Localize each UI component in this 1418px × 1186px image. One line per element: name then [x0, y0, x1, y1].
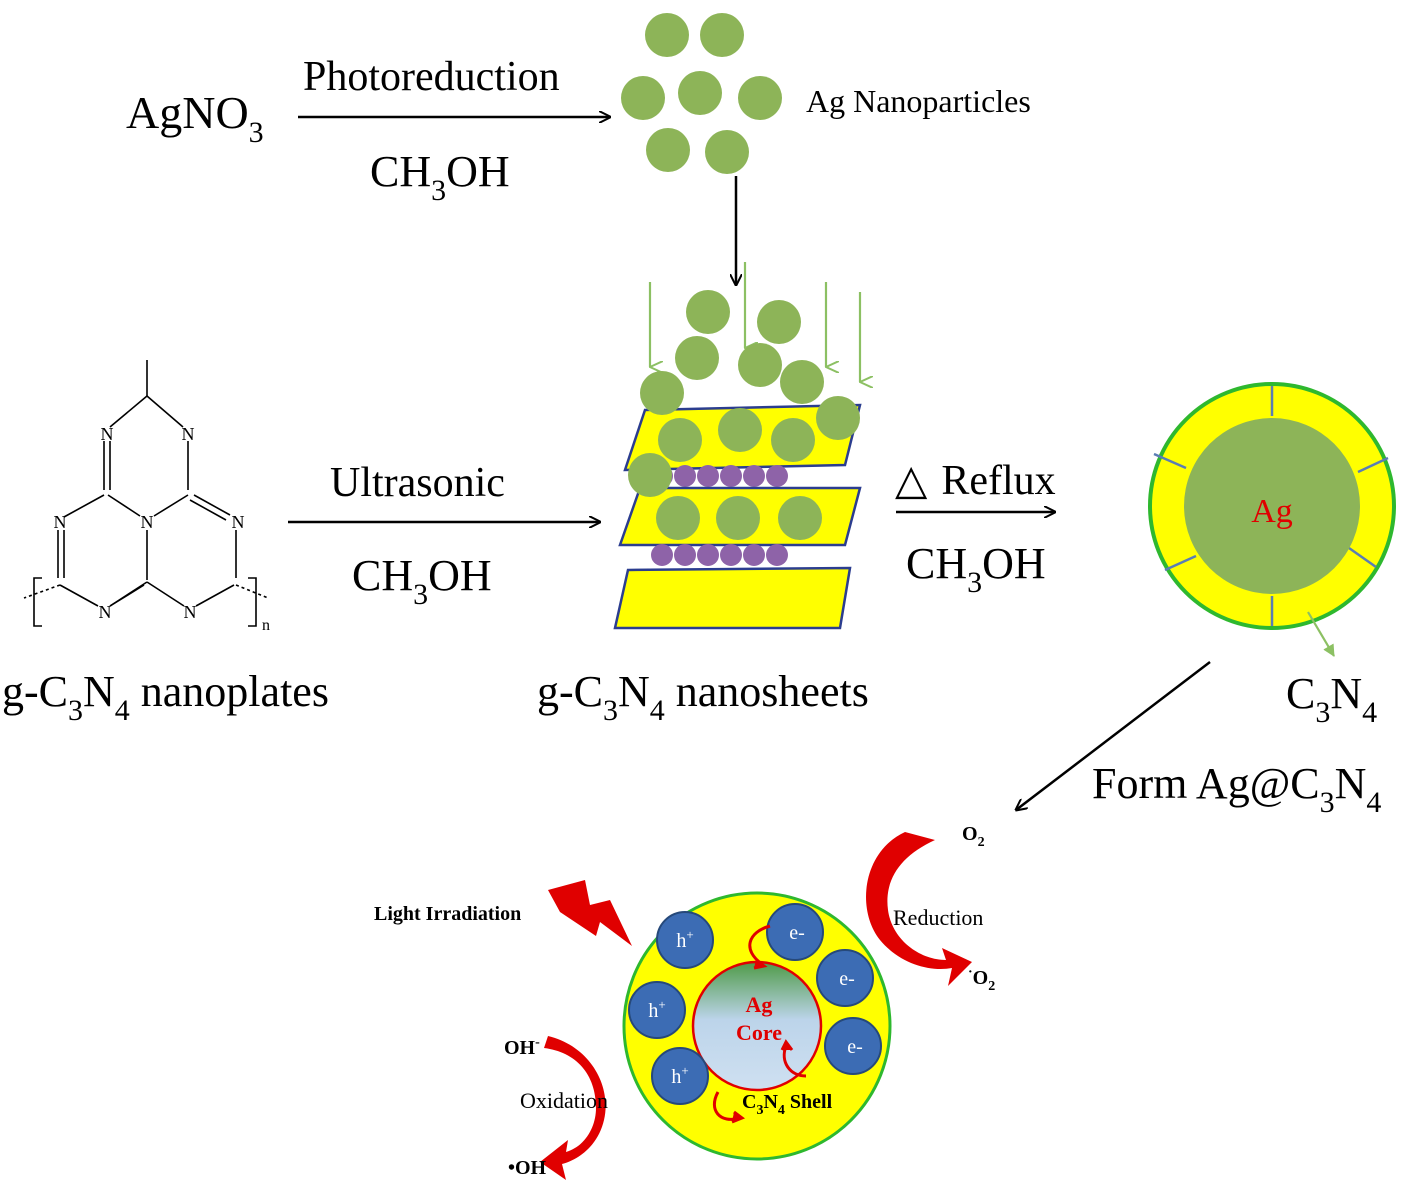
- ch3oh-label-3: CH3OH: [906, 539, 1046, 599]
- nanosheet-stack: [613, 262, 860, 630]
- photoreduction-label: Photoreduction: [303, 54, 560, 100]
- mechanism-diagram: h+ h+ h+ e- e- e- Ag Core C3N4 Shell Lig…: [374, 823, 995, 1180]
- o2-label: O2: [962, 823, 985, 850]
- svg-text:N: N: [141, 512, 154, 532]
- svg-text:N: N: [54, 512, 67, 532]
- ch3oh-label-2: CH3OH: [352, 551, 492, 611]
- structure-atoms: N N N N N N N n: [54, 424, 271, 634]
- svg-text:N: N: [182, 424, 195, 444]
- nanosheets-label: g-C3N4 nanosheets: [537, 667, 869, 727]
- hole-label-1: h+: [676, 927, 693, 952]
- core-line-1: Ag: [746, 992, 773, 1017]
- lightning-bolt-icon: [548, 880, 632, 946]
- gc3n4-structure: [23, 360, 269, 627]
- hole-label-3: h+: [671, 1063, 688, 1088]
- electron-particles: [766, 903, 882, 1075]
- c3n4-label: C3N4: [1286, 669, 1377, 729]
- svg-text:N: N: [184, 602, 197, 622]
- svg-text:N: N: [232, 512, 245, 532]
- superoxide-label: ·O2: [968, 965, 995, 994]
- form-label: Form Ag@C3N4: [1092, 759, 1381, 819]
- hole-label-2: h+: [648, 997, 665, 1022]
- oxidation-arrow: [540, 1036, 606, 1180]
- ch3oh-label-1: CH3OH: [370, 147, 510, 207]
- electron-label-1: e-: [789, 922, 805, 944]
- core-line-2: Core: [736, 1020, 782, 1045]
- form-arrow: [1016, 661, 1211, 810]
- nanoplates-label: g-C3N4 nanoplates: [2, 667, 329, 727]
- oh-minus-label: OH-: [504, 1035, 540, 1059]
- electron-label-3: e-: [847, 1036, 863, 1058]
- ag-nanoparticles-label: Ag Nanoparticles: [806, 83, 1031, 119]
- shell-label: C3N4 Shell: [742, 1091, 833, 1118]
- ag-nanoparticle-cluster: [621, 13, 782, 174]
- light-irradiation-label: Light Irradiation: [374, 903, 521, 925]
- ag-core-label: Ag: [1251, 493, 1293, 530]
- reduction-label: Reduction: [893, 905, 983, 930]
- oh-radical-label: •OH: [508, 1157, 547, 1179]
- electron-label-2: e-: [839, 968, 855, 990]
- svg-text:n: n: [262, 617, 270, 634]
- reduction-arrow: [866, 832, 972, 986]
- core-shell-particle: Ag: [1148, 382, 1396, 657]
- oxidation-label: Oxidation: [520, 1088, 608, 1113]
- green-falling-arrows: [648, 262, 860, 382]
- agno3-label: AgNO3: [126, 87, 264, 149]
- svg-text:N: N: [99, 602, 112, 622]
- reflux-label: △Reflux: [895, 458, 1056, 504]
- svg-text:N: N: [101, 424, 114, 444]
- ultrasonic-label: Ultrasonic: [330, 460, 505, 506]
- internal-transfer-arrows: [712, 924, 807, 1124]
- hole-particles: [628, 911, 714, 1105]
